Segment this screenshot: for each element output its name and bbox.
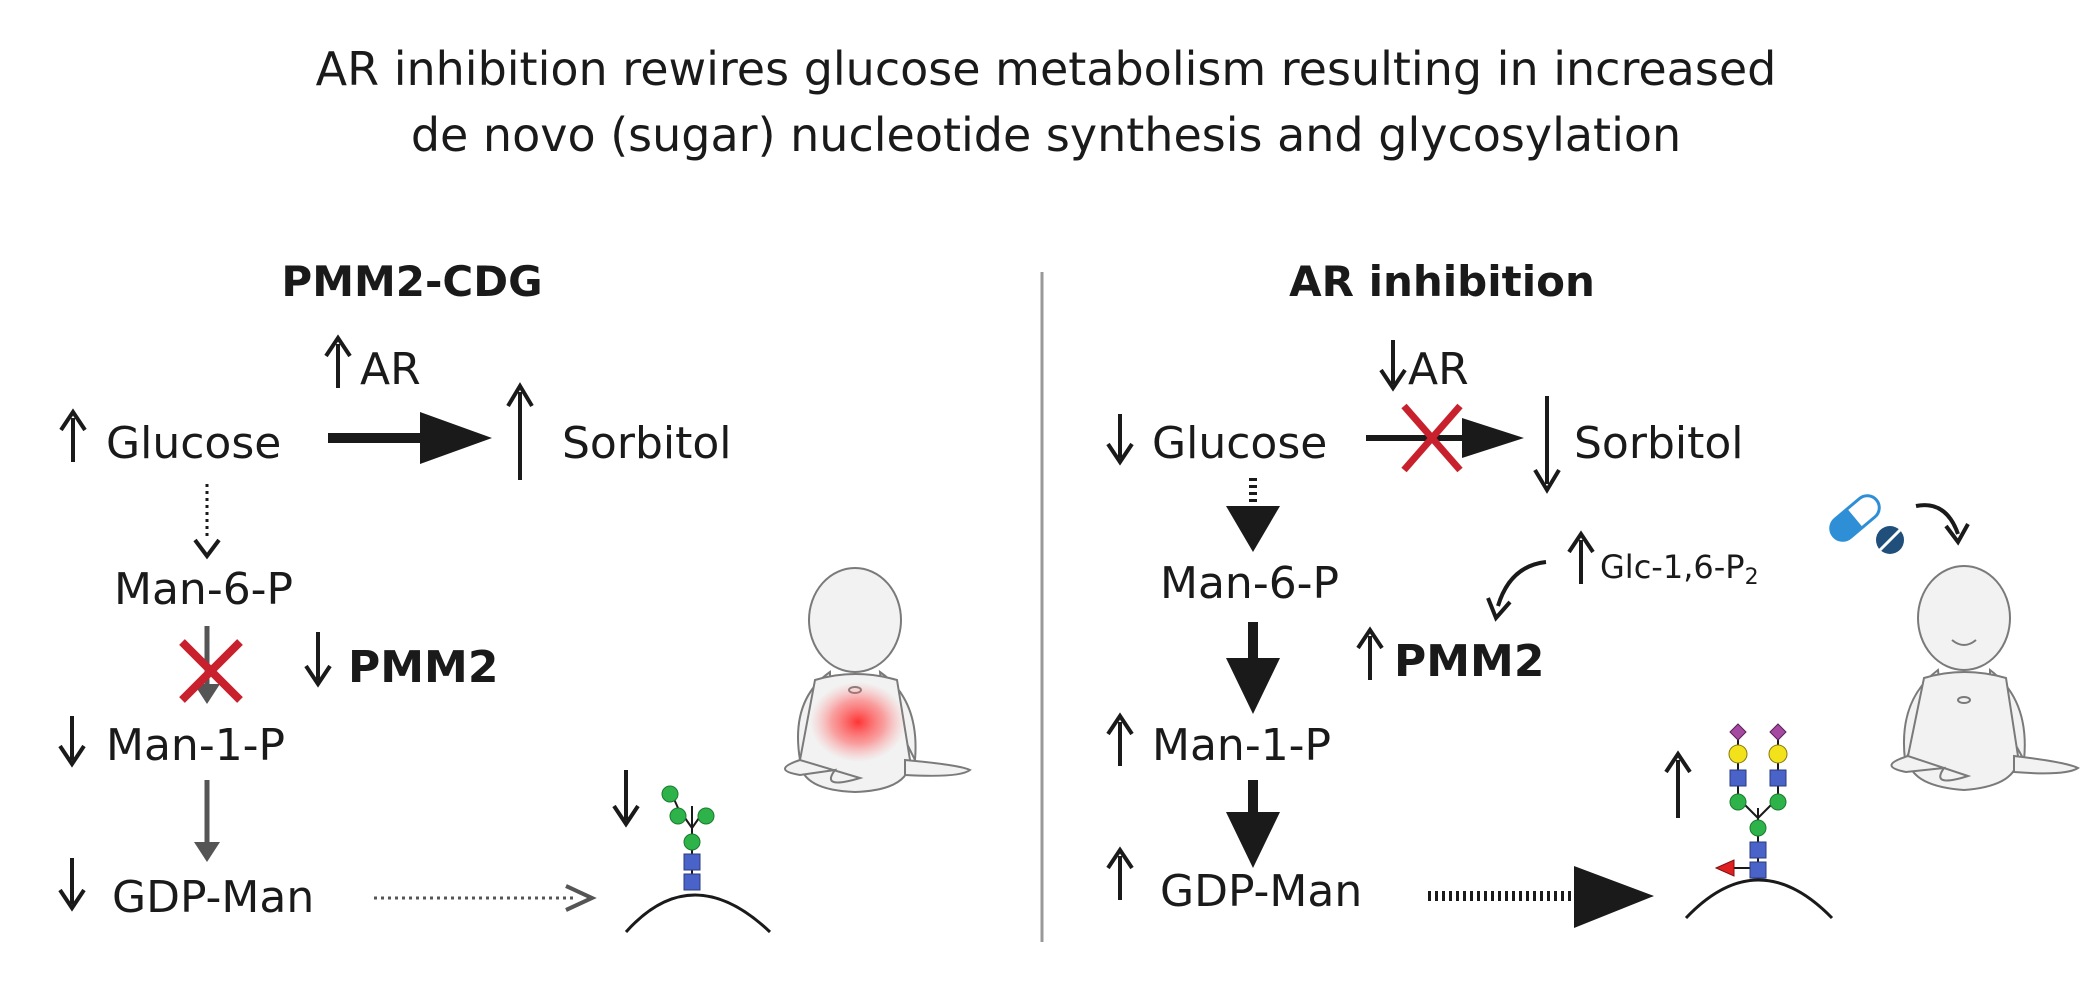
title-line-1: AR inhibition rewires glucose metabolism…	[315, 42, 1777, 96]
right-ar-label: AR	[1408, 344, 1469, 395]
block-cross-icon	[1401, 403, 1463, 473]
up-arrow-icon	[1356, 626, 1384, 680]
left-panel: PMM2-CDG AR Glucose Sorbitol Man-6-P	[58, 257, 972, 934]
down-arrow-icon	[612, 770, 640, 828]
aldose-reductase-arrow	[328, 412, 492, 464]
pill-icon	[1829, 494, 1904, 554]
block-cross-icon	[179, 639, 243, 703]
right-man1p-label: Man-1-P	[1152, 720, 1331, 771]
up-arrow-icon	[506, 382, 534, 480]
dotted-gray-arrow	[374, 884, 597, 912]
up-arrow-icon	[1106, 712, 1134, 766]
left-gdpman-label: GDP-Man	[112, 872, 314, 923]
dotted-big-arrow	[1428, 866, 1654, 928]
up-arrow-icon	[1106, 846, 1134, 900]
left-man1p-label: Man-1-P	[106, 720, 285, 771]
left-man6p-label: Man-6-P	[114, 564, 293, 615]
diagram-title: AR inhibition rewires glucose metabolism…	[0, 36, 2092, 168]
down-arrow-icon	[1379, 340, 1407, 392]
curved-arrowhead	[1944, 523, 1970, 546]
glycan-icon	[1714, 723, 1788, 879]
right-glc16p2-label: Glc-1,6-P2	[1600, 548, 1759, 590]
black-arrow	[1226, 780, 1280, 868]
down-arrow-icon	[1533, 396, 1561, 494]
left-sorbitol-label: Sorbitol	[562, 418, 732, 469]
dotted-arrow	[1226, 478, 1280, 552]
right-heading: AR inhibition	[1289, 257, 1595, 306]
black-arrow	[1226, 622, 1280, 714]
down-arrow-icon	[58, 716, 86, 768]
cell-membrane-icon	[624, 893, 772, 934]
activation-curve-arrow	[1496, 560, 1547, 607]
left-heading: PMM2-CDG	[281, 257, 542, 306]
activation-arrowhead	[1486, 597, 1512, 622]
left-ar-label: AR	[360, 344, 421, 395]
left-pmm2-label: PMM2	[348, 642, 498, 693]
up-arrow-icon	[1664, 750, 1692, 818]
inflammation-glow	[810, 682, 906, 762]
up-arrow-icon	[324, 334, 352, 388]
up-arrow-icon	[1567, 530, 1595, 584]
down-arrow-icon	[58, 858, 86, 912]
curved-arrow	[1915, 503, 1960, 535]
down-arrow-icon	[304, 632, 332, 688]
glycan-icon	[661, 785, 715, 891]
right-glucose-label: Glucose	[1152, 418, 1327, 469]
right-pmm2-label: PMM2	[1394, 636, 1544, 687]
aldose-reductase-arrow	[1366, 418, 1524, 458]
right-sorbitol-label: Sorbitol	[1574, 418, 1744, 469]
baby-icon	[1890, 565, 2080, 792]
down-arrow-icon	[1106, 414, 1134, 466]
gray-arrow	[194, 780, 220, 862]
up-arrow-icon	[59, 408, 87, 462]
right-man6p-label: Man-6-P	[1160, 558, 1339, 609]
left-glucose-label: Glucose	[106, 418, 281, 469]
dotted-arrow	[193, 484, 221, 560]
right-panel: AR inhibition AR Glucose Sorbitol	[1106, 257, 2080, 928]
right-gdpman-label: GDP-Man	[1160, 866, 1362, 917]
cell-membrane-icon	[1684, 878, 1834, 920]
title-line-2: de novo (sugar) nucleotide synthesis and…	[410, 108, 1682, 162]
